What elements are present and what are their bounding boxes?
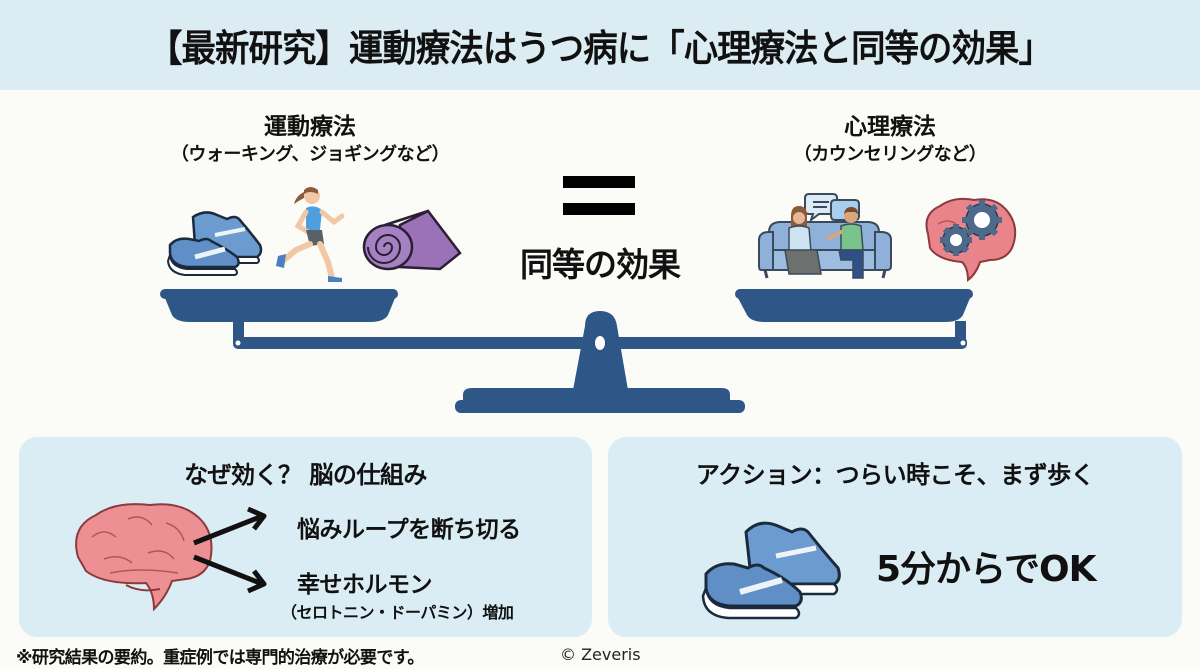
psychotherapy-title: 心理療法	[844, 114, 936, 140]
counseling-couch-icon	[758, 193, 892, 279]
equal-sign-icon	[563, 176, 635, 216]
mechanism-panel: なぜ効く？ 脳の仕組み 悩みループを断ち切る 幸せホルモン （セロトニン・ドーパ…	[19, 437, 592, 637]
mechanism-point-hormone-detail: （セロトニン・ドーパミン）増加	[281, 603, 514, 622]
exercise-therapy-label: 運動療法 （ウォーキング、ジョギングなど）	[130, 112, 490, 168]
yoga-mat-icon	[362, 209, 462, 271]
mechanism-point-loop: 悩みループを断ち切る	[297, 517, 521, 543]
action-panel-title: アクション：つらい時こそ、まず歩く	[695, 461, 1095, 489]
runner-icon	[276, 187, 345, 282]
psychotherapy-label: 心理療法 （カウンセリングなど）	[740, 112, 1040, 168]
copyright-label: © Zeveris	[560, 645, 641, 664]
disclaimer-note: ※研究結果の要約。重症例では専門的治療が必要です。	[16, 648, 424, 668]
page-title: 【最新研究】運動療法はうつ病に「心理療法と同等の効果」	[148, 27, 1053, 70]
mechanism-panel-title: なぜ効く？ 脳の仕組み	[184, 461, 427, 489]
action-message: 5分からでOK	[876, 549, 1096, 590]
walking-shoes-icon	[701, 521, 841, 620]
exercise-therapy-subtitle: （ウォーキング、ジョギングなど）	[170, 144, 450, 165]
action-panel: アクション：つらい時こそ、まず歩く 5分からでOK	[608, 437, 1182, 637]
mechanism-point-hormone: 幸せホルモン	[297, 572, 433, 598]
brain-icon	[75, 503, 267, 612]
exercise-therapy-title: 運動療法	[264, 114, 356, 140]
header-banner: 【最新研究】運動療法はうつ病に「心理療法と同等の効果」	[0, 0, 1200, 90]
balance-scale-icon	[160, 289, 973, 413]
psychotherapy-subtitle: （カウンセリングなど）	[793, 144, 987, 165]
running-shoes-icon	[166, 211, 263, 276]
brain-gears-icon	[925, 197, 1017, 283]
equal-effect-label: 同等の効果	[520, 245, 681, 284]
